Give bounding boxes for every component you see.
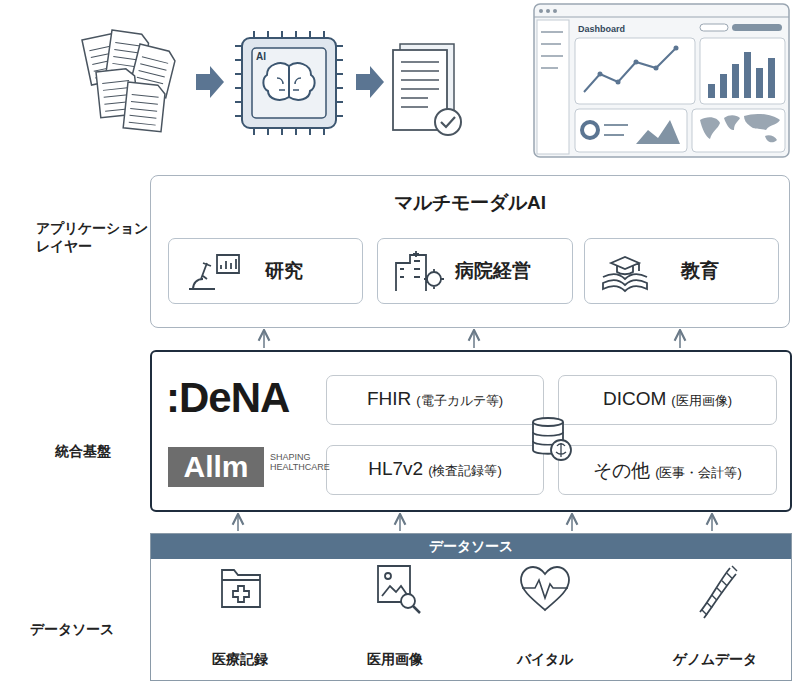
category-box: 病院経営 <box>377 238 573 304</box>
heart-icon <box>521 567 569 610</box>
layer-title: マルチモーダルAI <box>151 190 789 216</box>
standard-box: その他 (医事・会計等) <box>558 445 777 495</box>
flow-arrow <box>711 514 713 531</box>
ai-chip <box>235 31 343 135</box>
dashboard-screen <box>534 4 789 157</box>
flow-arrow <box>571 514 573 531</box>
node-text: その他 <box>593 458 650 484</box>
node-text: DICOM <box>603 388 666 410</box>
node-text: Allm <box>183 450 248 484</box>
source-label: 医用画像 <box>335 650 455 668</box>
flow-arrow <box>399 514 401 531</box>
node-text: 教育 <box>681 258 719 284</box>
layer-label: アプリケーション レイヤー <box>36 219 158 255</box>
source-label: バイタル <box>485 650 605 668</box>
illustration-label: AI <box>256 50 276 63</box>
layer-label: データソース <box>30 620 130 638</box>
standard-box: HL7v2 (検査記録等) <box>326 445 544 495</box>
category-icon <box>597 249 657 295</box>
logo-box: Allm <box>168 447 264 487</box>
category-box: 教育 <box>584 238 779 304</box>
flow-arrow <box>263 330 265 348</box>
source-icons <box>222 566 737 618</box>
node-text: データソース <box>429 538 513 556</box>
dna-icon <box>700 568 736 618</box>
layer-label: 統合基盤 <box>55 442 135 460</box>
standard-box: FHIR (電子カルテ等) <box>326 375 544 425</box>
node-subtext: (医事・会計等) <box>655 464 742 482</box>
node-text: 病院経営 <box>455 258 531 284</box>
flow-arrow <box>679 330 681 348</box>
node-subtext: SHAPING HEALTHCARE <box>270 453 336 473</box>
node-subtext: (医用画像) <box>671 392 732 410</box>
source-label: 医療記録 <box>180 650 300 668</box>
flow-arrow <box>356 66 384 98</box>
flow-arrow <box>237 514 239 531</box>
node-subtext: (電子カルテ等) <box>416 392 503 410</box>
node-text: HL7v2 <box>368 458 423 480</box>
cross-icon <box>233 586 249 602</box>
layer-panel: :DeNA SHAPING HEALTHCARE Allm FHIR (電子カルテ等) D… <box>150 350 792 512</box>
category-icon <box>181 249 241 295</box>
layer-panel: マルチモーダルAI 研究 病院経営 教育 <box>150 175 790 328</box>
standard-box: DICOM (医用画像) <box>558 375 777 425</box>
database-icon <box>529 412 575 464</box>
illustration-label: Dashboard <box>578 24 648 36</box>
node-text: :DeNA <box>166 374 289 422</box>
checked-document <box>393 44 461 135</box>
folder-icon <box>222 570 260 607</box>
source-label: ゲノムデータ <box>655 650 775 668</box>
node-subtext: (検査記録等) <box>428 462 502 480</box>
node-text: 研究 <box>265 258 303 284</box>
flow-arrow <box>196 66 224 98</box>
flow-arrow <box>473 330 475 348</box>
document-stack <box>82 30 177 132</box>
category-icon <box>390 249 450 295</box>
category-box: 研究 <box>168 238 363 304</box>
node-text: FHIR <box>367 388 411 410</box>
